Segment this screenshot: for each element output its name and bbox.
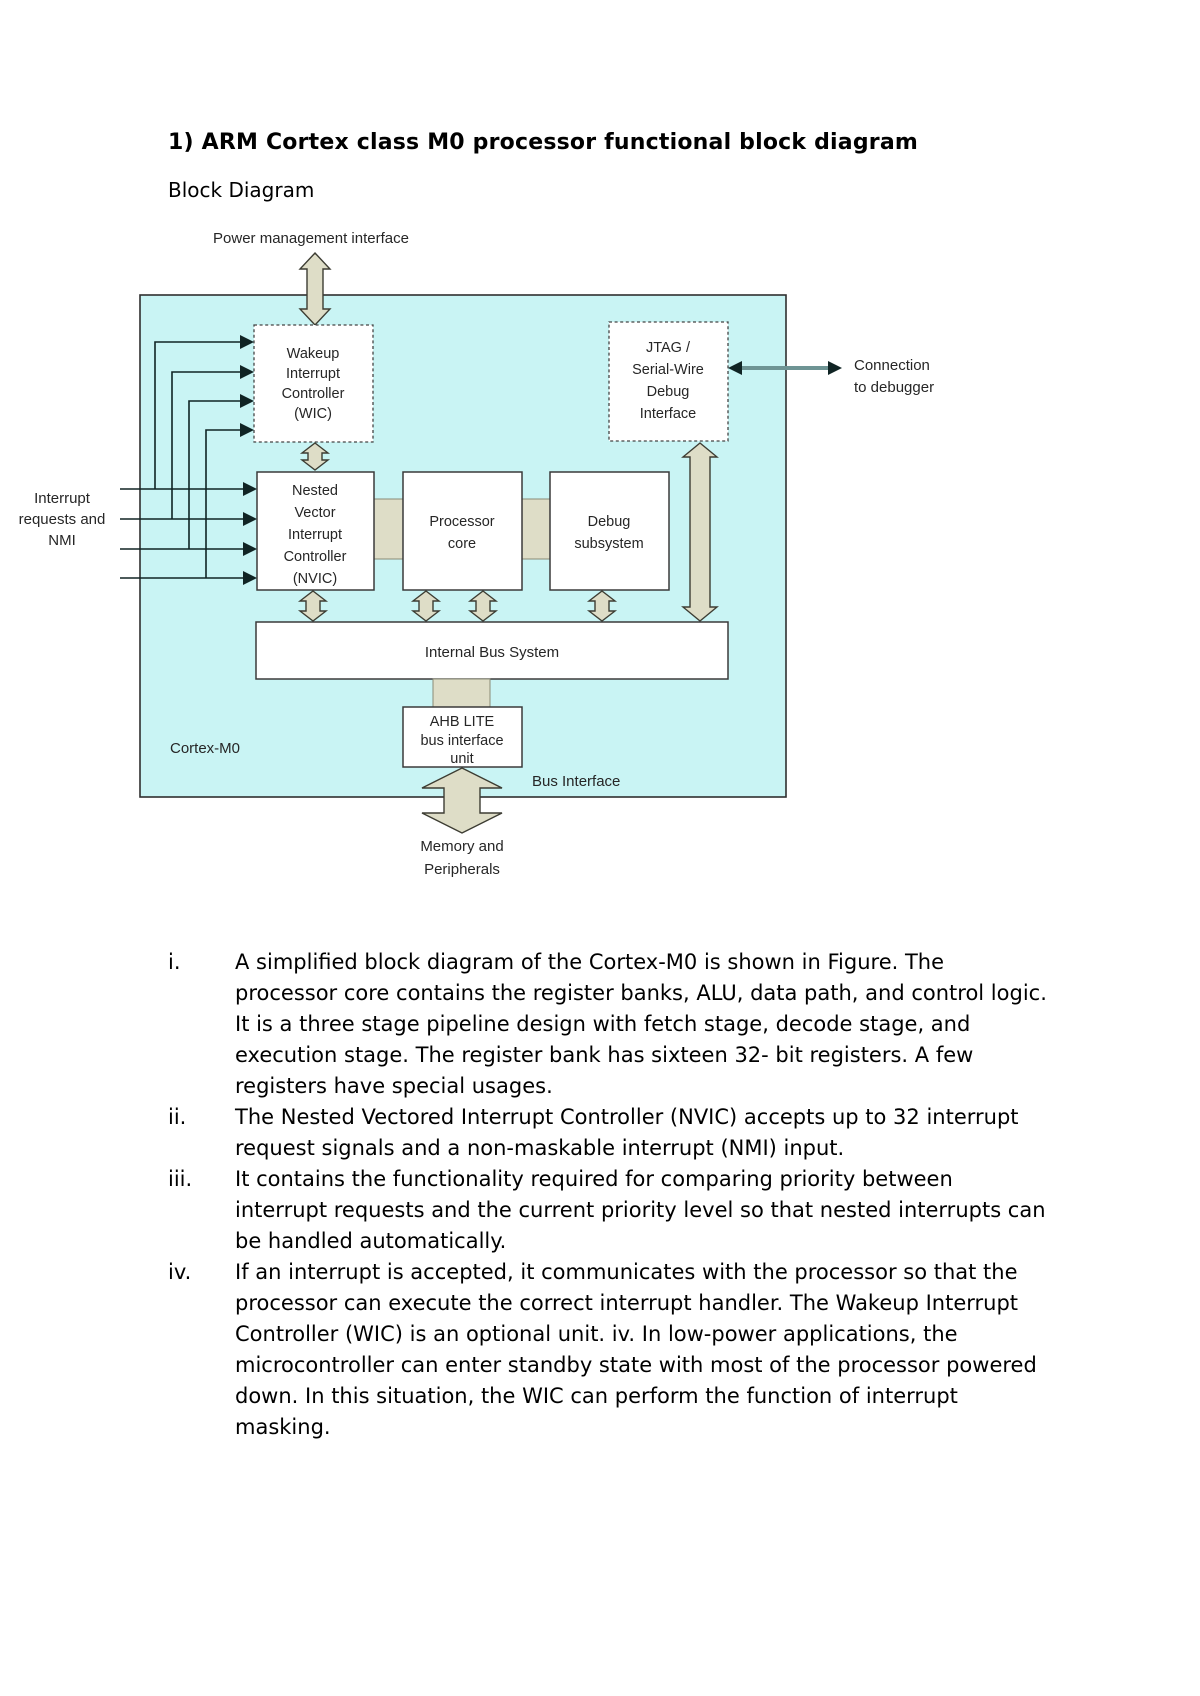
core-label-line2: core (448, 536, 476, 552)
debug-label-line1: Debug (588, 514, 631, 530)
interrupt-label-line2: requests and (19, 511, 106, 528)
list-item: iii. It contains the functionality requi… (168, 1164, 1145, 1257)
wic-label-line3: Controller (282, 386, 345, 402)
wic-label-line2: Interrupt (286, 366, 340, 382)
debugger-connection-arrow (728, 361, 842, 375)
core-bus-arrow-left (410, 590, 442, 622)
list-item-marker: iii. (168, 1167, 193, 1191)
nvic-core-connector (373, 498, 404, 560)
list-item-marker: i. (168, 950, 181, 974)
ahb-label-line3: unit (450, 751, 473, 767)
block-diagram-svg: Power management interface Wakeup Interr… (19, 230, 934, 878)
interrupt-label-line1: Interrupt (34, 490, 91, 507)
wic-label-line1: Wakeup (287, 346, 340, 362)
jtag-box (608, 321, 729, 442)
wic-nvic-arrow (299, 442, 331, 471)
debugger-label-line2: to debugger (854, 379, 934, 396)
cortex-m0-label: Cortex-M0 (170, 740, 240, 757)
core-label-line1: Processor (429, 514, 494, 530)
memory-arrow (421, 767, 503, 834)
nvic-label-line4: Controller (284, 549, 347, 565)
debugger-label-line1: Connection (854, 357, 930, 374)
bus-interface-label: Bus Interface (532, 773, 620, 790)
list-item-text: If an interrupt is accepted, it communic… (235, 1260, 1037, 1439)
nvic-label-line5: (NVIC) (293, 571, 337, 587)
nvic-bus-arrow (297, 590, 329, 622)
list-item-marker: ii. (168, 1105, 187, 1129)
page-title: 1) ARM Cortex class M0 processor functio… (168, 130, 919, 155)
core-debug-connector (521, 498, 551, 560)
jtag-label-line1: JTAG / (646, 340, 691, 356)
memory-label-line2: Peripherals (424, 861, 500, 878)
jtag-label-line4: Interface (640, 406, 696, 422)
jtag-label-line3: Debug (647, 384, 690, 400)
processor-core-box (402, 471, 523, 591)
wic-label-line4: (WIC) (294, 406, 332, 422)
interrupt-wires (120, 335, 257, 585)
nvic-label-line2: Vector (294, 505, 335, 521)
list-item-text: A simplified block diagram of the Cortex… (235, 950, 1047, 1098)
nvic-label-line1: Nested (292, 483, 338, 499)
debug-bus-arrow (586, 590, 618, 622)
nvic-box (256, 471, 375, 591)
power-management-arrow (298, 251, 332, 327)
list-item: iv. If an interrupt is accepted, it comm… (168, 1257, 1145, 1443)
notes-list: i. A simplified block diagram of the Cor… (168, 947, 1145, 1443)
list-item-marker: iv. (168, 1260, 192, 1284)
debug-subsystem-box (549, 471, 670, 591)
ahb-label-line2: bus interface (420, 733, 503, 749)
list-item-text: The Nested Vectored Interrupt Controller… (235, 1105, 1019, 1160)
power-management-label: Power management interface (213, 230, 409, 247)
wic-box (253, 324, 374, 443)
block-diagram-figure: Power management interface Wakeup Interr… (0, 212, 1145, 902)
ahb-label-line1: AHB LITE (430, 714, 495, 730)
subtitle: Block Diagram (168, 178, 315, 202)
interrupt-label-line3: NMI (48, 532, 76, 549)
list-item-text: It contains the functionality required f… (235, 1167, 1046, 1253)
list-item: ii. The Nested Vectored Interrupt Contro… (168, 1102, 1145, 1164)
bus-ahb-connector (432, 678, 491, 708)
debug-label-line2: subsystem (574, 536, 643, 552)
list-item: i. A simplified block diagram of the Cor… (168, 947, 1145, 1102)
internal-bus-label: Internal Bus System (425, 644, 559, 661)
ahb-lite-box (402, 706, 523, 768)
jtag-label-line2: Serial-Wire (632, 362, 704, 378)
jtag-bus-arrow (681, 442, 719, 622)
core-bus-arrow-right (467, 590, 499, 622)
nvic-label-line3: Interrupt (288, 527, 342, 543)
memory-label-line1: Memory and (420, 838, 503, 855)
internal-bus-box (255, 621, 729, 680)
